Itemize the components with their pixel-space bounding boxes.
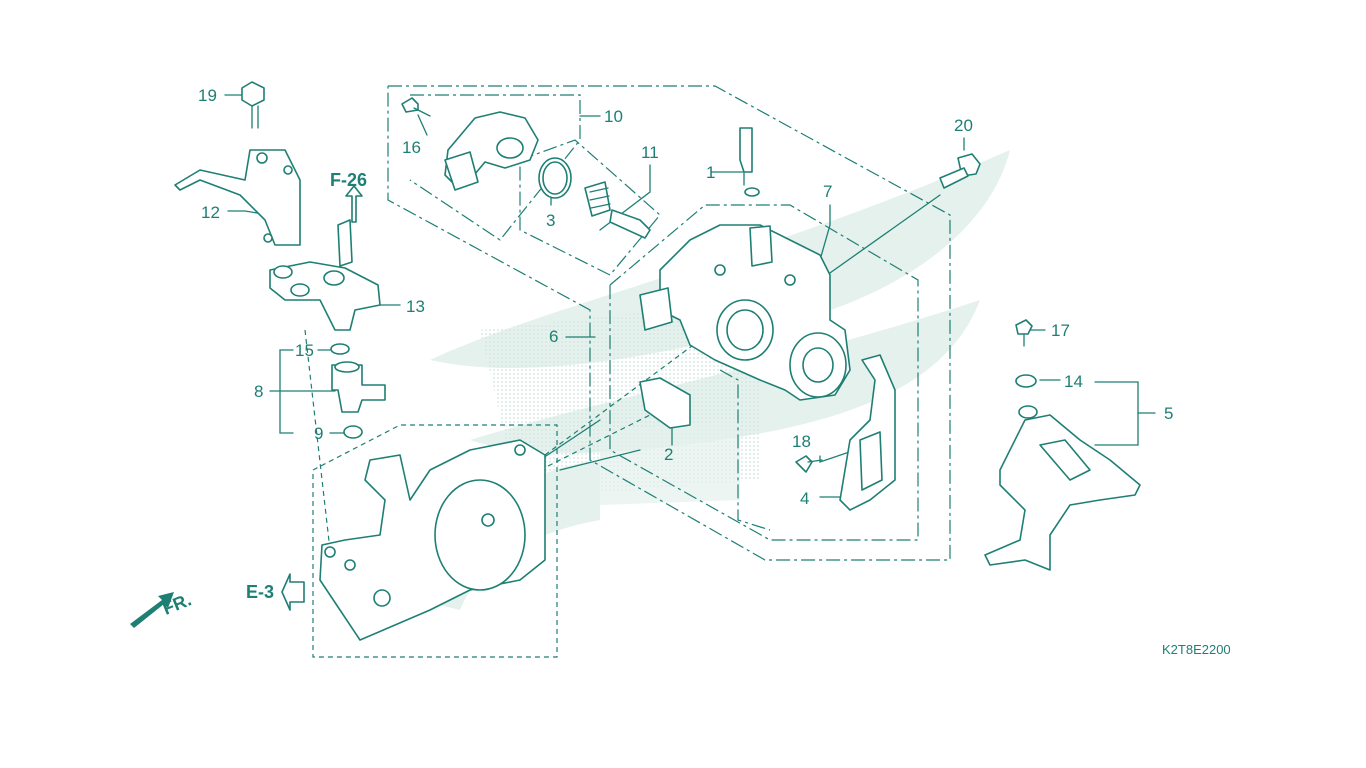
front-label: FR. — [160, 589, 194, 618]
intake-6 — [319, 439, 546, 641]
callout-4: 4 — [800, 489, 809, 508]
callout-10: 10 — [604, 107, 623, 126]
diagram-code: K2T8E2200 — [1162, 642, 1231, 657]
gasket-2 — [639, 377, 691, 429]
callout-9: 9 — [314, 424, 323, 443]
injector-8 — [330, 343, 386, 439]
f26-reference: F-26 — [330, 170, 367, 190]
bolt-19 — [241, 81, 265, 129]
callout-12: 12 — [201, 203, 220, 222]
screw-16 — [401, 97, 431, 117]
screw-1 — [739, 127, 760, 197]
fuel-joint-13 — [269, 219, 381, 331]
callout-1: 1 — [706, 163, 715, 182]
callout-labels: 1 2 3 4 5 6 7 8 9 10 11 12 13 14 15 16 1… — [198, 86, 1173, 508]
callout-20: 20 — [954, 116, 973, 135]
callout-5: 5 — [1164, 404, 1173, 423]
callout-3: 3 — [546, 211, 555, 230]
callout-18: 18 — [792, 432, 811, 451]
callout-17: 17 — [1051, 321, 1070, 340]
bracket-4 — [839, 354, 896, 511]
bracket-12 — [174, 149, 301, 246]
callout-14: 14 — [1064, 372, 1083, 391]
callout-11: 11 — [641, 143, 659, 162]
front-direction-arrow: FR. — [130, 589, 194, 628]
assembly-boundaries — [304, 85, 951, 658]
callout-16: 16 — [402, 138, 421, 157]
callout-19: 19 — [198, 86, 217, 105]
e3-reference-arrow: E-3 — [246, 573, 305, 611]
screw-18 — [795, 455, 823, 473]
callout-7: 7 — [823, 182, 832, 201]
f26-reference-arrow: F-26 — [330, 170, 367, 223]
callout-2: 2 — [664, 445, 673, 464]
sensor-10 — [444, 111, 539, 191]
cover-5 — [984, 414, 1141, 571]
callout-8: 8 — [254, 382, 263, 401]
o-ring-3 — [538, 157, 572, 199]
screw-17 — [1015, 319, 1033, 347]
callout-15: 15 — [295, 341, 314, 360]
spring-11 — [584, 181, 651, 239]
bolt-20 — [939, 153, 981, 189]
washer-14 — [1015, 374, 1038, 419]
e3-reference: E-3 — [246, 582, 274, 602]
throttle-body-7 — [639, 224, 851, 401]
callout-6: 6 — [549, 327, 558, 346]
callout-13: 13 — [406, 297, 425, 316]
